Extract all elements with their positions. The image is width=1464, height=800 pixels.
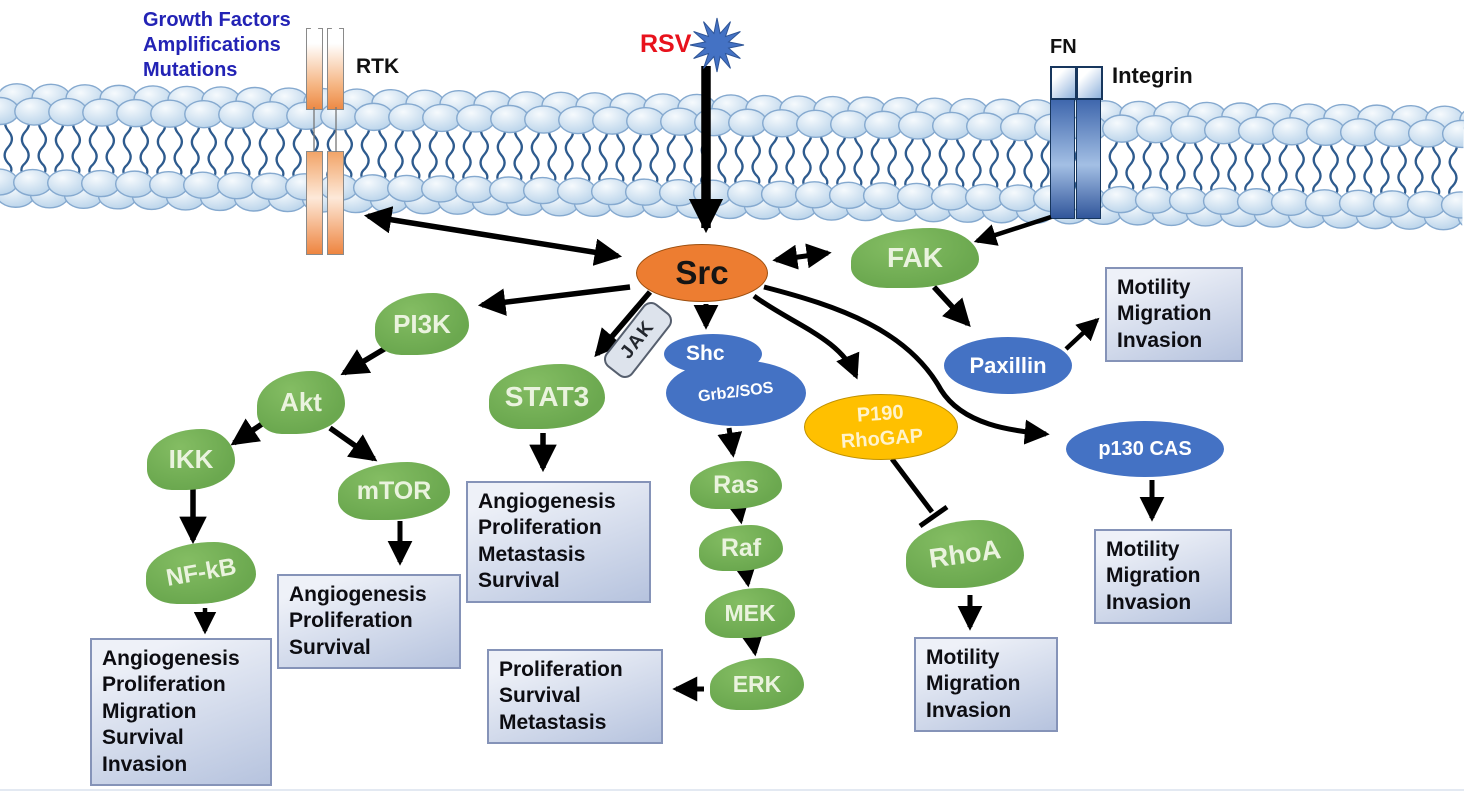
fibronectin-block — [1050, 66, 1077, 100]
outcome-box-mtor: Angiogenesis Proliferation Survival — [277, 574, 461, 670]
node-ikk-label: IKK — [168, 444, 214, 474]
integrin-label: Integrin — [1112, 63, 1193, 88]
rtk-receptor-upper-bar — [327, 28, 344, 110]
arrow-mek-to-erk — [740, 632, 764, 657]
outcome-box-nfkb: Angiogenesis Proliferation Migration Sur… — [90, 638, 272, 787]
node-jak: JAK — [599, 298, 677, 382]
lipid-bilayer-icon — [0, 83, 1464, 231]
arrow-src-to-pi3k — [477, 284, 631, 316]
node-ras: Ras — [690, 461, 782, 509]
node-raf: Raf — [699, 525, 783, 571]
node-akt: Akt — [257, 371, 345, 434]
node-mek-label: MEK — [724, 599, 776, 626]
outcome-box-erk: Proliferation Survival Metastasis — [487, 649, 663, 745]
node-nfkb-label: NF-kB — [163, 553, 239, 592]
outcome-box-p130cas: Motility Migration Invasion — [1094, 529, 1232, 625]
fn-label: FN — [1050, 36, 1077, 58]
arrow-fak-to-paxillin — [931, 285, 971, 328]
node-nfkb: NF-kB — [146, 542, 256, 604]
node-p130cas-label: p130 CAS — [1098, 437, 1192, 460]
node-stat3-label: STAT3 — [504, 380, 590, 412]
node-akt-label: Akt — [280, 387, 322, 417]
growth-factors-annotation: Growth Factors Amplifications Mutations — [143, 9, 291, 81]
arrow-raf-to-mek — [733, 563, 757, 588]
node-rhoa-label: RhoA — [927, 533, 1003, 574]
inhibition-bar-icon — [918, 504, 949, 529]
fibronectin-block — [1076, 66, 1103, 100]
node-pi3k-label: PI3K — [393, 308, 451, 339]
node-jak-label: JAK — [616, 316, 659, 363]
integrin-receptor-bar — [1076, 99, 1101, 219]
node-mtor: mTOR — [338, 462, 450, 520]
node-ras-label: Ras — [713, 470, 759, 499]
arrow-paxillin-to-outcomes — [1064, 317, 1100, 351]
node-paxillin-label: Paxillin — [969, 352, 1047, 378]
node-src-label: Src — [675, 254, 729, 291]
integrin-receptor-bar — [1050, 99, 1075, 219]
rtk-receptor-lower-bar — [327, 151, 344, 255]
arrow-akt-to-mtor — [328, 425, 378, 462]
rtk-receptor-upper-bar — [306, 28, 323, 110]
outcome-box-stat3: Angiogenesis Proliferation Metastasis Su… — [466, 481, 651, 603]
node-raf-label: Raf — [720, 533, 762, 562]
node-pi3k: PI3K — [375, 293, 469, 355]
node-fak-label: FAK — [887, 242, 943, 273]
node-p190rhogap: P190 RhoGAP — [804, 394, 958, 460]
node-paxillin: Paxillin — [944, 337, 1072, 394]
node-grb2sos: Grb2/SOS — [666, 360, 806, 426]
node-mek: MEK — [705, 588, 795, 638]
node-rhoa: RhoA — [906, 520, 1024, 588]
node-stat3: STAT3 — [489, 364, 605, 429]
node-erk-label: ERK — [732, 670, 782, 697]
arrow-grb2sos-to-ras — [717, 427, 743, 458]
node-p190rhogap-label: P190 RhoGAP — [840, 401, 924, 453]
node-grb2sos-label: Grb2/SOS — [697, 379, 775, 406]
rtk-label: RTK — [356, 55, 400, 78]
node-fak: FAK — [851, 228, 979, 288]
outcome-box-paxillin: Motility Migration Invasion — [1105, 267, 1243, 363]
outcome-box-rhoa: Motility Migration Invasion — [914, 637, 1058, 733]
node-ikk: IKK — [147, 429, 235, 490]
cell-membrane — [0, 0, 1464, 283]
inhibition-p190-to-rhoa — [890, 457, 934, 514]
arrow-ras-to-raf — [726, 500, 749, 525]
arrow-akt-to-ikk — [230, 418, 264, 446]
node-shc-label: Shc — [686, 342, 725, 365]
slide-bottom-edge — [0, 789, 1464, 791]
node-src: Src — [636, 244, 768, 302]
node-p130cas: p130 CAS — [1066, 421, 1224, 477]
node-erk: ERK — [710, 658, 804, 710]
node-mtor-label: mTOR — [356, 476, 432, 505]
rtk-receptor-lower-bar — [306, 151, 323, 255]
rsv-label: RSV — [640, 30, 692, 58]
